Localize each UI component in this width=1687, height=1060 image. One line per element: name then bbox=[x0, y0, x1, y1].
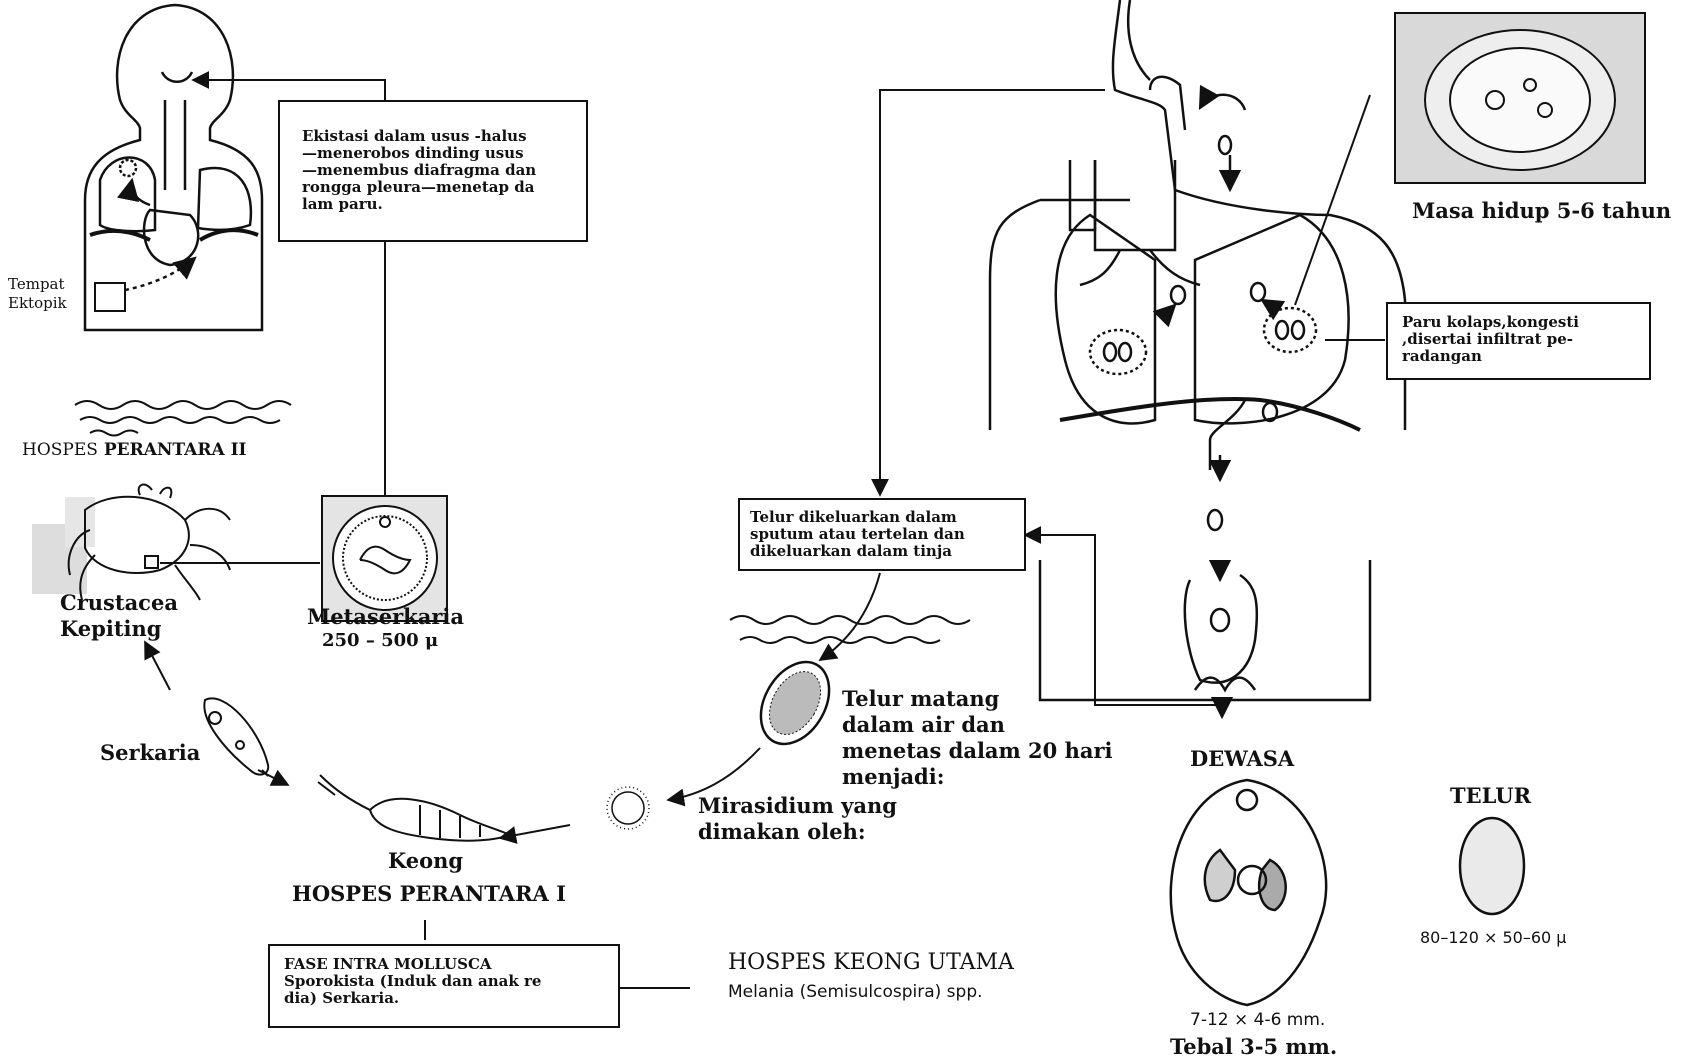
label-hospes-small: HOSPES bbox=[22, 440, 98, 460]
box-excystation-line-4: rongga pleura—menetap da bbox=[302, 179, 576, 196]
label-crustacea: Crustacea bbox=[60, 590, 178, 616]
label-perantara-ii: PERANTARA II bbox=[104, 440, 247, 460]
label-hospes-perantara-2: HOSPES PERANTARA II bbox=[22, 440, 246, 460]
box-eggs-excreted: Telur dikeluarkan dalam sputum atau tert… bbox=[738, 498, 1026, 571]
label-metaserkaria-size: 250 – 500 μ bbox=[322, 630, 438, 651]
label-adult-size: 7-12 × 4-6 mm. bbox=[1190, 1010, 1325, 1030]
label-hospes-keong-utama: HOSPES KEONG UTAMA bbox=[728, 950, 1014, 975]
label-metaserkaria: Metaserkaria bbox=[307, 604, 464, 630]
label-telur: TELUR bbox=[1450, 783, 1531, 809]
label-dewasa: DEWASA bbox=[1190, 746, 1294, 772]
mature-egg-drawing bbox=[747, 650, 843, 756]
label-egg-mature: Telur matang dalam air dan menetas dalam… bbox=[842, 686, 1113, 790]
label-miracidium-1: Mirasidium yang bbox=[698, 793, 897, 819]
label-adult-thickness: Tebal 3-5 mm. bbox=[1170, 1034, 1337, 1060]
box-eggs-line-1: Telur dikeluarkan dalam bbox=[750, 509, 1014, 526]
label-miracidium-2: dimakan oleh: bbox=[698, 819, 897, 845]
label-egg-mature-2: dalam air dan bbox=[842, 712, 1113, 738]
label-kepiting: Kepiting bbox=[60, 616, 178, 642]
label-crustacea-kepiting: Crustacea Kepiting bbox=[60, 590, 178, 642]
label-melania: Melania (Semisulcospira) spp. bbox=[728, 982, 983, 1002]
box-excystation: Ekistasi dalam usus -halus —menerobos di… bbox=[278, 100, 588, 242]
box-excystation-line-2: —menerobos dinding usus bbox=[302, 145, 576, 162]
label-masa-hidup: Masa hidup 5-6 tahun bbox=[1412, 198, 1671, 224]
egg-drawing bbox=[1460, 818, 1524, 914]
label-keong: Keong bbox=[388, 848, 463, 874]
box-lung-line-2: ,disertai infiltrat pe- bbox=[1402, 331, 1639, 348]
snail-drawing bbox=[318, 775, 570, 841]
box-lung-line-3: radangan bbox=[1402, 348, 1639, 365]
label-hospes-perantara-1: HOSPES PERANTARA I bbox=[292, 881, 566, 907]
label-egg-mature-1: Telur matang bbox=[842, 686, 1113, 712]
crab-drawing bbox=[32, 485, 230, 600]
water-waves-left bbox=[75, 401, 291, 436]
box-intra-mollusca: FASE INTRA MOLLUSCA Sporokista (Induk da… bbox=[268, 944, 620, 1028]
label-egg-size: 80–120 × 50–60 μ bbox=[1420, 928, 1566, 947]
label-miracidium: Mirasidium yang dimakan oleh: bbox=[698, 793, 897, 845]
box-excystation-line-3: —menembus diafragma dan bbox=[302, 162, 576, 179]
human-figure-left bbox=[85, 5, 262, 330]
adult-worm-drawing bbox=[1171, 780, 1326, 1005]
box-eggs-line-2: sputum atau tertelan dan bbox=[750, 526, 1014, 543]
label-egg-mature-4: menjadi: bbox=[842, 764, 1113, 790]
label-tempat: Tempat bbox=[8, 275, 67, 294]
metacercaria-drawing bbox=[322, 496, 447, 621]
water-waves-center bbox=[730, 616, 970, 643]
box-eggs-line-3: dikeluarkan dalam tinja bbox=[750, 543, 1014, 560]
label-egg-mature-3: menetas dalam 20 hari bbox=[842, 738, 1113, 764]
box-mollusca-line-2: Sporokista (Induk dan anak re bbox=[284, 973, 608, 990]
box-excystation-line-1: Ekistasi dalam usus -halus bbox=[302, 128, 576, 145]
label-ektopik: Ektopik bbox=[8, 294, 67, 313]
box-mollusca-line-3: dia) Serkaria. bbox=[284, 990, 608, 1007]
label-serkaria: Serkaria bbox=[100, 740, 200, 766]
micrograph-image bbox=[1395, 13, 1645, 183]
label-tempat-ektopik: Tempat Ektopik bbox=[8, 275, 67, 313]
box-excystation-line-5: lam paru. bbox=[302, 196, 576, 213]
box-lung-line-1: Paru kolaps,kongesti bbox=[1402, 314, 1639, 331]
human-figure-right bbox=[990, 0, 1405, 717]
box-mollusca-line-1: FASE INTRA MOLLUSCA bbox=[284, 956, 608, 973]
box-lung-collapse: Paru kolaps,kongesti ,disertai infiltrat… bbox=[1386, 302, 1651, 380]
